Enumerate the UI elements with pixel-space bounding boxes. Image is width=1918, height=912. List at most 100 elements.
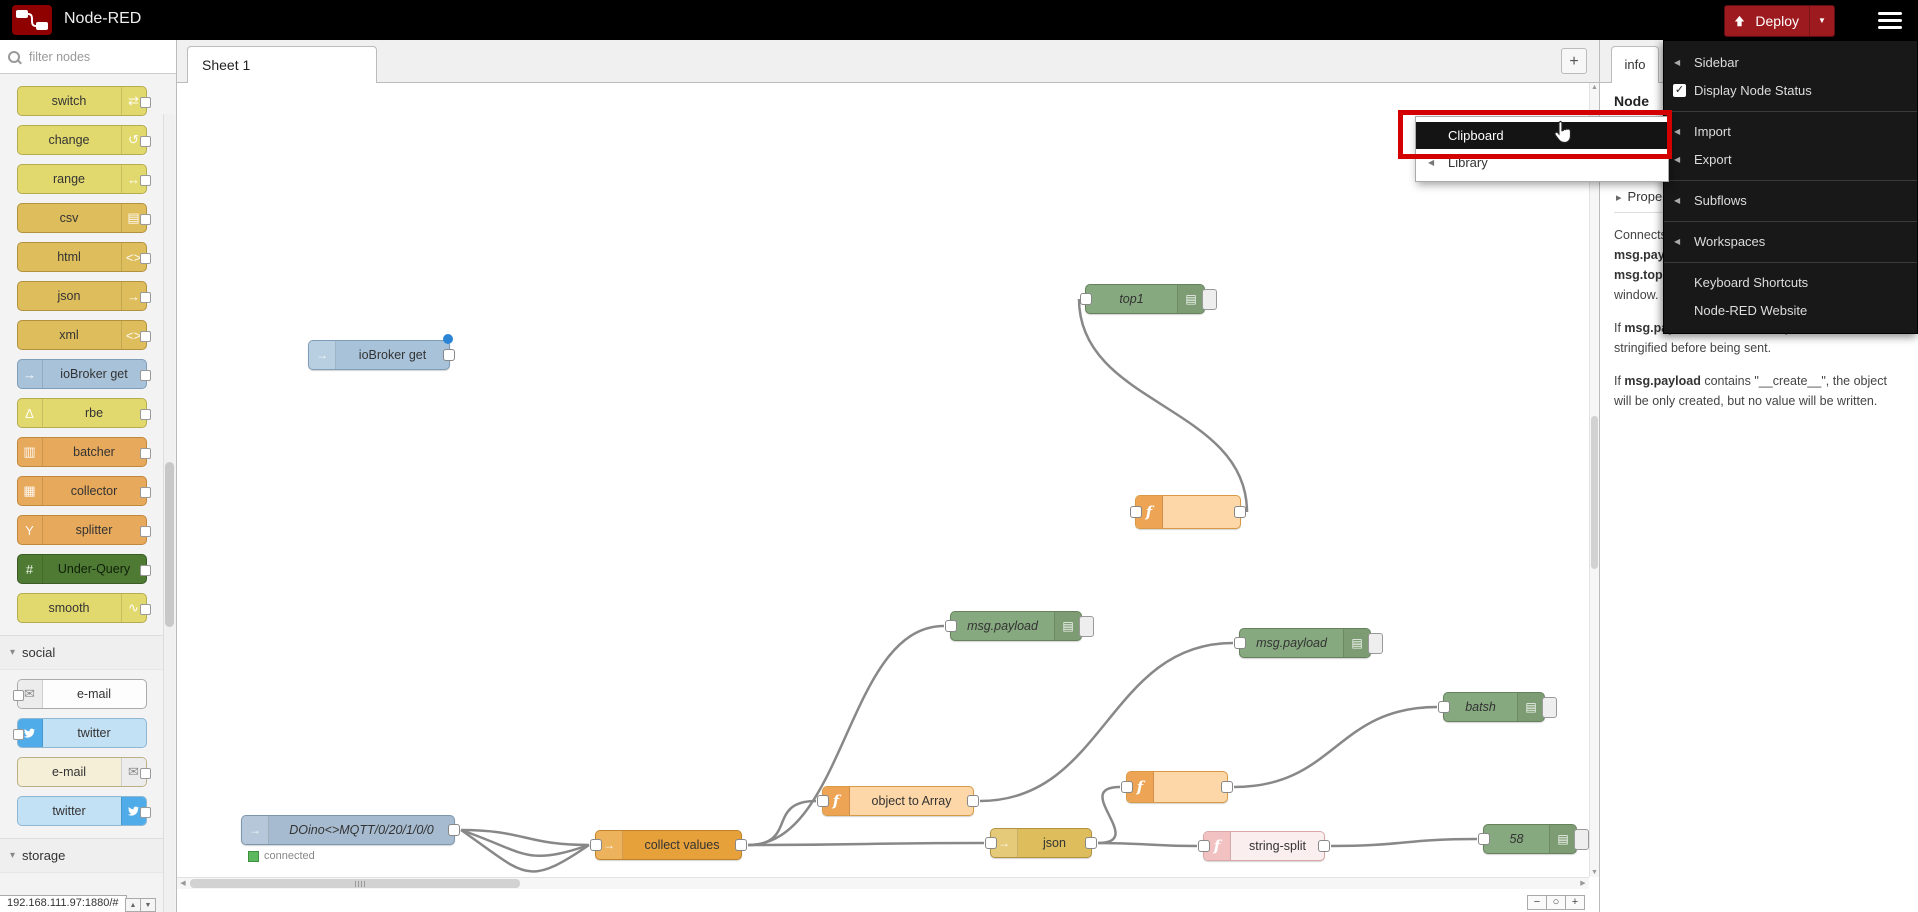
palette-node-smooth[interactable]: smooth∿: [16, 593, 151, 623]
menu-item-import[interactable]: ◀Import: [1664, 118, 1917, 146]
wire-doino-to-collect[interactable]: [460, 828, 590, 873]
wire-doino-to-collect[interactable]: [460, 828, 590, 847]
palette-search[interactable]: [0, 40, 176, 74]
debug-toggle-button[interactable]: [1542, 697, 1557, 718]
palette-node-iobroker-get[interactable]: →ioBroker get: [16, 359, 151, 389]
node-port-in[interactable]: [590, 839, 602, 851]
palette-section-storage[interactable]: ▾storage: [0, 838, 163, 873]
menu-item-display-node-status[interactable]: ✓Display Node Status: [1673, 83, 1812, 98]
deploy-button[interactable]: Deploy ▼: [1724, 5, 1835, 37]
flow-node-58[interactable]: 58▤: [1478, 824, 1589, 854]
node-port-in[interactable]: [817, 795, 829, 807]
canvas-horizontal-scrollbar-thumb[interactable]: [190, 879, 520, 888]
node-port-out[interactable]: [448, 824, 460, 836]
palette-node-twitter[interactable]: twitter: [16, 796, 151, 826]
zoom-out-button[interactable]: −: [1527, 895, 1547, 910]
status-down-button[interactable]: ▼: [140, 898, 156, 912]
zoom-reset-button[interactable]: ○: [1546, 895, 1566, 910]
wire-f1-to-top1[interactable]: [1077, 298, 1249, 513]
flow-node-f[interactable]: f: [1121, 771, 1233, 803]
wire-collect-to-json[interactable]: [747, 841, 985, 847]
node-port-out[interactable]: [443, 349, 455, 361]
flow-node-msg-payload[interactable]: msg.payload▤: [1234, 628, 1383, 658]
node-port-in[interactable]: [1130, 506, 1142, 518]
scroll-down-icon[interactable]: ▼: [1591, 869, 1598, 876]
palette-node-e-mail[interactable]: e-mail✉: [16, 757, 151, 787]
debug-toggle-button[interactable]: [1574, 829, 1589, 850]
checked-checkbox-icon[interactable]: ✓: [1673, 84, 1686, 97]
status-up-button[interactable]: ▲: [125, 898, 141, 912]
wire-obj-to-dbg2[interactable]: [979, 641, 1234, 803]
node-port-in[interactable]: [945, 620, 957, 632]
canvas-horizontal-scrollbar[interactable]: ◀ ▶: [177, 877, 1589, 889]
node-port-out[interactable]: [1221, 781, 1233, 793]
wire-json-to-f2[interactable]: [1097, 785, 1121, 845]
canvas-vertical-scrollbar[interactable]: ▲ ▼: [1589, 83, 1599, 877]
menu-button[interactable]: [1878, 12, 1902, 29]
menu-item-workspaces[interactable]: ◀Workspaces: [1664, 228, 1917, 256]
deploy-dropdown-caret[interactable]: ▼: [1809, 6, 1834, 36]
flow-node-iobroker-get[interactable]: →ioBroker get: [308, 334, 455, 370]
wire-collect-to-dbg1[interactable]: [747, 624, 945, 847]
scroll-right-icon[interactable]: ▶: [1580, 880, 1586, 887]
node-port-out[interactable]: [1085, 837, 1097, 849]
submenu-item-clipboard[interactable]: Clipboard: [1416, 122, 1668, 149]
palette-scrollbar[interactable]: [163, 114, 175, 912]
flow-node-top1[interactable]: top1▤: [1080, 284, 1217, 314]
palette-node-e-mail[interactable]: ✉e-mail: [12, 679, 147, 709]
menu-item-keyboard-shortcuts[interactable]: Keyboard Shortcuts: [1694, 275, 1809, 290]
debug-toggle-button[interactable]: [1368, 633, 1383, 654]
node-port-out[interactable]: [1234, 506, 1246, 518]
palette-node-under-query[interactable]: #Under-Query: [16, 554, 151, 584]
palette-node-twitter[interactable]: twitter: [12, 718, 147, 748]
palette-node-csv[interactable]: csv▤: [16, 203, 151, 233]
flow-node-collect-values[interactable]: →collect values: [590, 830, 747, 860]
palette-node-switch[interactable]: switch⇄: [16, 86, 151, 116]
palette-section-social[interactable]: ▾social: [0, 635, 163, 670]
wire-collect-to-obj[interactable]: [747, 799, 817, 847]
node-port-in[interactable]: [1121, 781, 1133, 793]
palette-scrollbar-thumb[interactable]: [165, 462, 174, 627]
tab-info[interactable]: info: [1611, 46, 1659, 83]
node-port-in[interactable]: [1080, 293, 1092, 305]
node-port-out[interactable]: [1318, 840, 1330, 852]
palette-node-html[interactable]: html<>: [16, 242, 151, 272]
flow-node-msg-payload[interactable]: msg.payload▤: [945, 611, 1094, 641]
add-workspace-button[interactable]: +: [1561, 48, 1587, 74]
scroll-up-icon[interactable]: ▲: [1591, 84, 1598, 91]
node-port-out[interactable]: [967, 795, 979, 807]
wire-json-to-split[interactable]: [1097, 841, 1198, 848]
palette-node-xml[interactable]: xml<>: [16, 320, 151, 350]
submenu-item-library[interactable]: ◀Library: [1416, 149, 1668, 176]
flow-node-json[interactable]: →json: [985, 828, 1097, 858]
palette-node-collector[interactable]: ▦collector: [16, 476, 151, 506]
palette-node-batcher[interactable]: ▥batcher: [16, 437, 151, 467]
wire-doino-to-collect[interactable]: [460, 828, 590, 857]
wire-f2-to-batsh[interactable]: [1233, 705, 1438, 789]
menu-item-subflows[interactable]: ◀Subflows: [1664, 187, 1917, 215]
flow-node-f[interactable]: f: [1130, 495, 1246, 529]
menu-item-export[interactable]: ◀Export: [1664, 146, 1917, 174]
node-port-in[interactable]: [1234, 637, 1246, 649]
palette-filter-input[interactable]: [27, 48, 168, 65]
node-port-in[interactable]: [1478, 833, 1490, 845]
zoom-in-button[interactable]: +: [1565, 895, 1585, 910]
node-port-out[interactable]: [735, 839, 747, 851]
node-port-in[interactable]: [1438, 701, 1450, 713]
workspace-tab-sheet1[interactable]: Sheet 1: [187, 46, 377, 83]
palette-node-json[interactable]: json→: [16, 281, 151, 311]
flow-node-batsh[interactable]: batsh▤: [1438, 692, 1557, 722]
canvas-vertical-scrollbar-thumb[interactable]: [1591, 416, 1598, 569]
menu-item-node-red-website[interactable]: Node-RED Website: [1694, 303, 1808, 318]
menu-item-sidebar[interactable]: ◀Sidebar: [1664, 49, 1917, 77]
palette-node-change[interactable]: change↺: [16, 125, 151, 155]
flow-canvas[interactable]: top1▤ →ioBroker get f msg.payload▤ msg.paylo…: [177, 83, 1599, 912]
scroll-left-icon[interactable]: ◀: [180, 880, 186, 887]
debug-toggle-button[interactable]: [1202, 289, 1217, 310]
node-port-in[interactable]: [985, 837, 997, 849]
